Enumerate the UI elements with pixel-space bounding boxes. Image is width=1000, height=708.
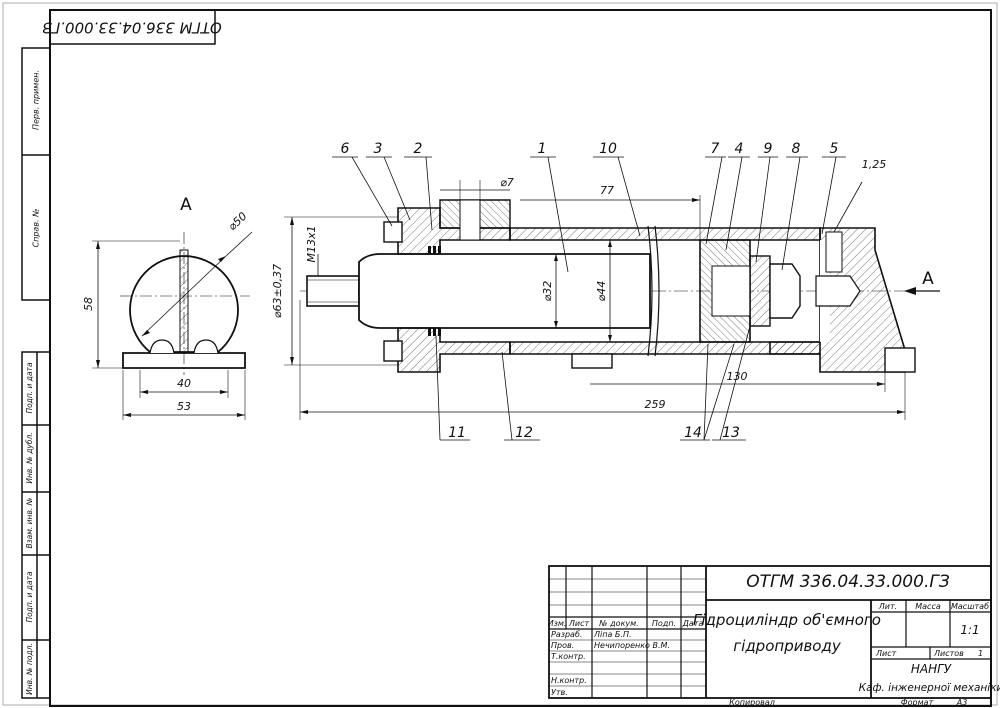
col-header-date: Дата xyxy=(682,619,704,628)
organization-name: НАНГУ xyxy=(911,662,952,676)
sheet-label: Лист xyxy=(875,649,897,658)
department-name: Каф. інженерної механіки xyxy=(859,682,1000,694)
part-callout-4: 4 xyxy=(735,141,744,157)
dim-diameter-63: ⌀63±0,37 xyxy=(271,264,284,318)
part-callout-1: 1 xyxy=(538,141,547,157)
dim-diameter-50: ⌀50 xyxy=(226,210,250,234)
cover-bolt-bottom xyxy=(383,340,403,362)
margin-label-sign-date-2: Подп. и дата xyxy=(25,571,34,622)
piston-nut xyxy=(769,263,801,319)
part-callout-9: 9 xyxy=(764,141,773,157)
part-callout-2: 2 xyxy=(414,141,423,157)
margin-label-repl-inv: Взам. инв. № xyxy=(25,497,34,548)
col-header-change: Изм. xyxy=(548,619,567,628)
part-callout-10: 10 xyxy=(599,141,617,157)
part-callout-7: 7 xyxy=(711,141,720,157)
chamfer-1-25: 1,25 xyxy=(862,158,887,171)
col-header-sign: Подп. xyxy=(652,619,676,628)
role-tech-control: Т.контр. xyxy=(551,652,586,661)
dim-diameter-44: ⌀44 xyxy=(595,281,608,302)
margin-label-dup-inv: Инв. № дубл. xyxy=(25,432,34,483)
title-block-title-line1: Гідроциліндр об'ємного xyxy=(693,611,881,629)
name-checker: Нечипоренко В.М. xyxy=(594,641,670,650)
part-callout-3: 3 xyxy=(374,141,383,157)
title-block xyxy=(548,565,992,699)
dim-width-53: 53 xyxy=(177,400,191,413)
scale-value: 1:1 xyxy=(960,623,979,637)
dim-259: 259 xyxy=(645,398,666,411)
rod-seal-pack xyxy=(428,246,441,336)
part-callout-13: 13 xyxy=(722,425,740,441)
dim-thread-m13: M13x1 xyxy=(305,226,318,263)
rod-thread-end xyxy=(306,275,360,307)
role-norm-control: Н.контр. xyxy=(551,676,587,685)
piston-retainer xyxy=(749,255,771,327)
format-value: А3 xyxy=(956,698,968,707)
col-header-doc-no: № докум. xyxy=(598,619,638,628)
margin-label-first-use: Перв. примен. xyxy=(32,70,41,130)
title-block-designation: ОТГМ 336.04.33.000.ГЗ xyxy=(746,572,950,592)
part-callout-6: 6 xyxy=(341,141,350,157)
dim-width-40: 40 xyxy=(177,377,191,390)
name-developer: Ліпа Б.П. xyxy=(593,630,632,639)
title-block-title-line2: гідроприводу xyxy=(733,637,842,655)
margin-label-sign-date-1: Подп. и дата xyxy=(25,362,34,413)
format-label: Формат xyxy=(901,698,934,707)
sheets-count: 1 xyxy=(978,649,983,658)
end-view-a: ⌀50 58 40 53 A xyxy=(82,195,253,420)
part-leaders xyxy=(332,156,846,441)
dim-height-58: 58 xyxy=(82,297,95,311)
barrel-wall-top xyxy=(509,227,821,241)
margin-label-orig-inv: Инв. № подл. xyxy=(25,643,34,695)
rear-mounting-foot xyxy=(884,347,916,373)
left-margin-strip xyxy=(21,47,51,699)
view-arrow-label: A xyxy=(922,269,934,289)
part-callout-11: 11 xyxy=(448,425,466,441)
dim-diameter-7: ⌀7 xyxy=(500,176,514,189)
sheets-label: Листов xyxy=(933,649,964,658)
cover-bolt-top xyxy=(383,221,403,243)
col-header-mass: Масса xyxy=(915,602,941,611)
copied-label: Копировал xyxy=(729,698,775,707)
role-developer: Разраб. xyxy=(551,630,582,639)
front-cover-bottom xyxy=(397,327,511,373)
margin-label-reference: Справ. № xyxy=(32,209,41,248)
col-header-letter: Лит. xyxy=(878,602,897,611)
dim-77: 77 xyxy=(600,184,614,197)
stamp-designation-text: ОТГМ 336.04.33.000.ГЗ xyxy=(42,19,222,37)
view-a-label: A xyxy=(180,195,192,215)
role-checker: Пров. xyxy=(551,641,574,650)
dim-diameter-32: ⌀32 xyxy=(541,281,554,302)
part-callout-8: 8 xyxy=(792,141,801,157)
col-header-scale: Масштаб xyxy=(951,602,989,611)
cylinder-section-view: A xyxy=(300,199,940,373)
part-callout-5: 5 xyxy=(830,141,839,157)
part-callout-14: 14 xyxy=(684,425,702,441)
piston-rod xyxy=(358,253,651,329)
col-header-sheet: Лист xyxy=(568,619,590,628)
role-approved: Утв. xyxy=(551,688,568,697)
part-callout-12: 12 xyxy=(515,425,533,441)
mounting-foot-front xyxy=(571,353,613,369)
rotated-designation-stamp: ОТГМ 336.04.33.000.ГЗ xyxy=(42,9,222,45)
section-dimensions xyxy=(284,180,906,420)
